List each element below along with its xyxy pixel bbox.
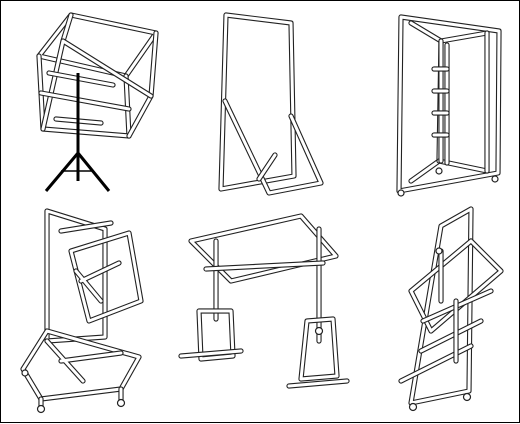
- tripod-frame: [36, 12, 159, 192]
- canopy-frame: [178, 213, 350, 389]
- panel-frame: [20, 208, 144, 414]
- leaning-frame: [218, 12, 324, 196]
- tripod-stand: [44, 73, 111, 192]
- rack-frame: [398, 206, 504, 412]
- shelf-frame: [396, 14, 502, 197]
